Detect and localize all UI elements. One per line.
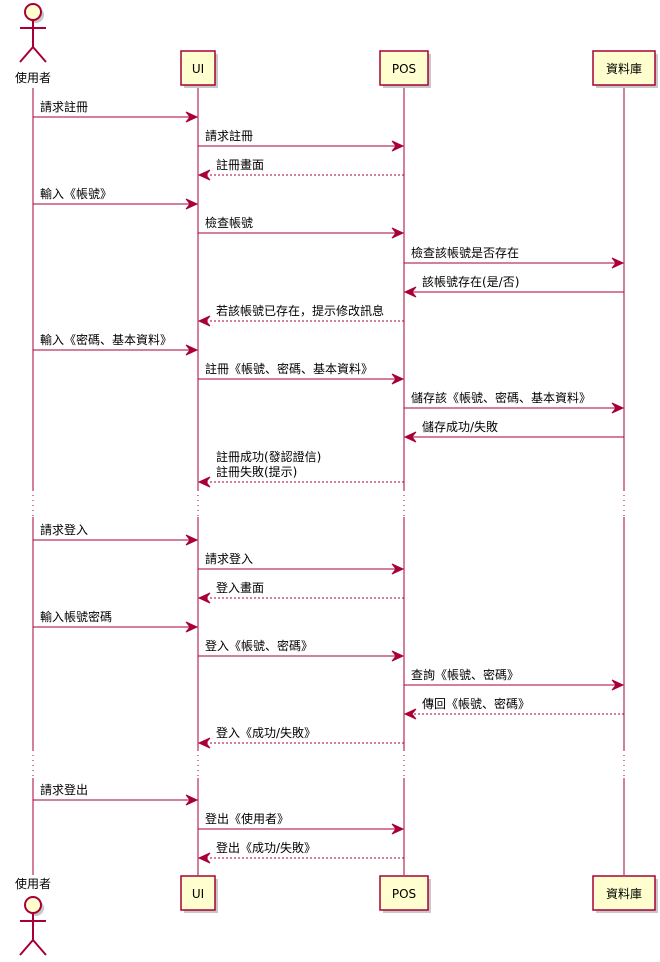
message-0: 請求註冊 (33, 100, 199, 123)
arrowhead-icon (391, 823, 405, 835)
arrowhead-icon (391, 140, 405, 152)
participant-label: 資料庫 (606, 62, 642, 76)
message-11: 儲存成功/失敗 (403, 419, 624, 443)
message-label: 登出《使用者》 (205, 811, 289, 826)
message-label: 輸入《帳號》 (40, 186, 112, 201)
message-16: 輸入帳號密碼 (33, 609, 199, 633)
arrowhead-icon (185, 794, 199, 806)
message-18: 查詢《帳號、密碼》 (404, 667, 625, 691)
participant-POS: POS (379, 875, 431, 913)
message-3: 輸入《帳號》 (33, 186, 199, 210)
arrowhead-icon (611, 679, 625, 691)
message-12: 註冊成功(發認證信)註冊失敗(提示) (197, 449, 404, 488)
participant-UI: UI (180, 50, 218, 88)
message-6: 該帳號存在(是/否) (403, 274, 624, 298)
message-2: 註冊畫面 (197, 157, 404, 181)
arrowhead-icon (185, 198, 199, 210)
arrowhead-icon (391, 227, 405, 239)
message-label: 登入《成功/失敗》 (216, 725, 316, 740)
participant-box (379, 875, 429, 911)
arrowhead-icon (403, 286, 417, 298)
message-8: 輸入《密碼、基本資料》 (33, 332, 199, 356)
arrowhead-icon (185, 621, 199, 633)
message-7: 若該帳號已存在，提示修改訊息 (197, 303, 404, 327)
message-label: 請求登入 (40, 522, 88, 537)
message-label: 登出《成功/失敗》 (216, 840, 316, 855)
message-4: 檢查帳號 (198, 215, 405, 239)
arrowhead-icon (185, 111, 199, 123)
message-label: 註冊畫面 (216, 157, 264, 172)
arrowhead-icon (391, 650, 405, 662)
message-label: 請求註冊 (205, 129, 253, 143)
message-17: 登入《帳號、密碼》 (198, 638, 405, 662)
arrowhead-icon (611, 257, 625, 269)
message-10: 儲存該《帳號、密碼、基本資料》 (404, 390, 625, 414)
message-13: 請求登入 (33, 522, 199, 546)
message-21: 請求登出 (33, 782, 199, 806)
participant-UI: UI (180, 875, 218, 913)
participant-資料庫: 資料庫 (592, 50, 658, 88)
arrowhead-icon (185, 534, 199, 546)
message-15: 登入畫面 (197, 580, 404, 604)
participant-box (592, 875, 656, 911)
message-1: 請求註冊 (198, 129, 405, 152)
arrowhead-icon (197, 592, 211, 604)
actor-label: 使用者 (15, 70, 51, 85)
actor-head-icon (24, 896, 42, 914)
arrowhead-icon (403, 708, 417, 720)
message-label: 檢查該帳號是否存在 (411, 245, 519, 260)
actor-head-icon (24, 3, 42, 21)
message-label: 檢查帳號 (205, 215, 253, 230)
arrowhead-icon (391, 563, 405, 575)
participant-資料庫: 資料庫 (592, 875, 658, 913)
message-label: 註冊失敗(提示) (216, 464, 297, 479)
participant-label: POS (392, 62, 416, 76)
message-label: 登入《帳號、密碼》 (205, 638, 313, 653)
actor-label: 使用者 (15, 876, 51, 891)
message-label: 輸入《密碼、基本資料》 (40, 332, 172, 347)
message-label: 註冊《帳號、密碼、基本資料》 (205, 361, 373, 376)
arrowhead-icon (403, 431, 417, 443)
message-14: 請求登入 (198, 551, 405, 575)
message-5: 檢查該帳號是否存在 (404, 245, 625, 269)
actor-body-icon (19, 20, 47, 63)
arrowhead-icon (197, 852, 211, 864)
message-23: 登出《成功/失敗》 (197, 840, 404, 864)
message-label: 請求註冊 (40, 100, 88, 114)
message-label: 若該帳號已存在，提示修改訊息 (216, 303, 384, 318)
message-label: 請求登出 (40, 782, 88, 797)
participant-box (180, 875, 216, 911)
actor-user: 使用者 (15, 3, 51, 85)
message-20: 登入《成功/失敗》 (197, 725, 404, 749)
participant-label: UI (192, 62, 204, 76)
participant-box (379, 50, 429, 86)
message-label: 查詢《帳號、密碼》 (411, 667, 519, 682)
message-label: 登入畫面 (216, 580, 264, 595)
message-label: 傳回《帳號、密碼》 (422, 696, 530, 711)
message-label: 儲存成功/失敗 (422, 419, 498, 434)
arrowhead-icon (197, 737, 211, 749)
actor-body-icon (19, 913, 47, 956)
message-label: 註冊成功(發認證信) (216, 449, 321, 464)
actor-user: 使用者 (15, 876, 51, 956)
participant-box (592, 50, 656, 86)
participant-label: UI (192, 887, 204, 901)
participant-label: 資料庫 (606, 887, 642, 901)
arrowhead-icon (391, 373, 405, 385)
message-22: 登出《使用者》 (198, 811, 405, 835)
arrowhead-icon (197, 476, 211, 488)
arrowhead-icon (185, 344, 199, 356)
message-19: 傳回《帳號、密碼》 (403, 696, 624, 720)
message-label: 請求登入 (205, 551, 253, 566)
participant-label: POS (392, 887, 416, 901)
message-9: 註冊《帳號、密碼、基本資料》 (198, 361, 405, 385)
arrowhead-icon (197, 169, 211, 181)
participant-POS: POS (379, 50, 431, 88)
arrowhead-icon (611, 402, 625, 414)
arrowhead-icon (197, 315, 211, 327)
participant-box (180, 50, 216, 86)
message-label: 儲存該《帳號、密碼、基本資料》 (411, 390, 591, 405)
message-label: 該帳號存在(是/否) (422, 274, 519, 289)
message-label: 輸入帳號密碼 (40, 609, 112, 624)
